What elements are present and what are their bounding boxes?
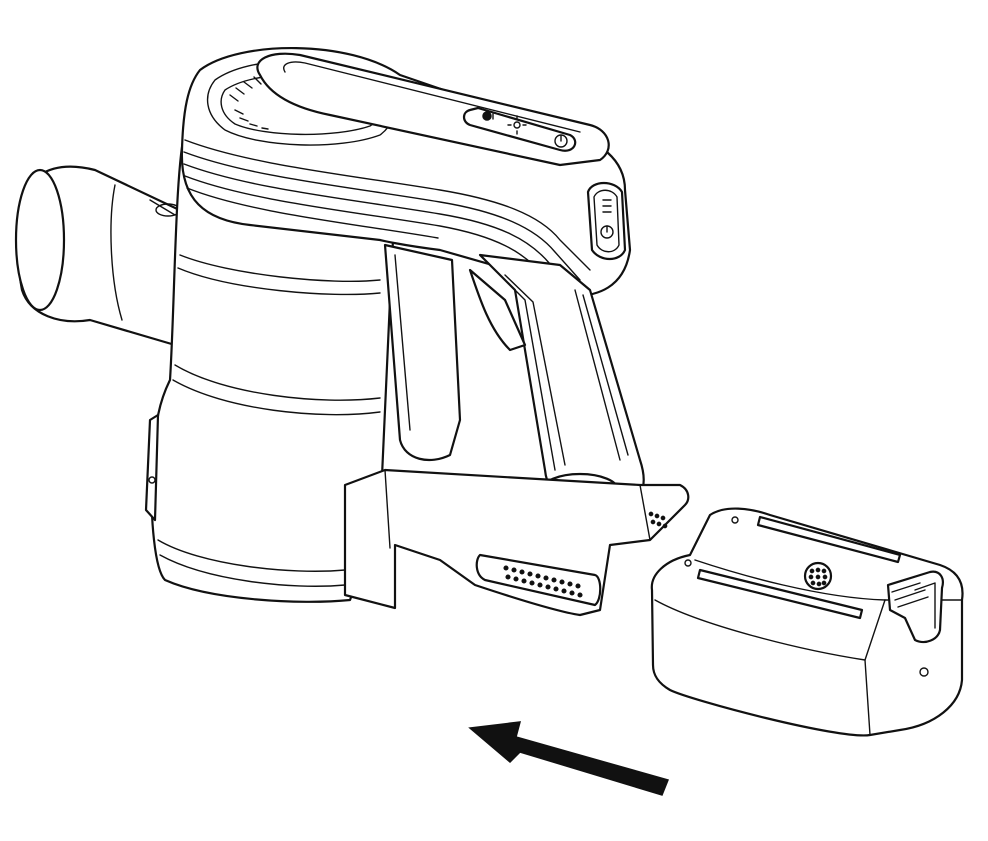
motor-housing (180, 47, 632, 297)
vent-dots (503, 511, 668, 598)
battery-vent-dots (808, 567, 828, 587)
dust-cup (144, 128, 397, 603)
battery-pack (650, 507, 964, 737)
insertion-arrow (468, 721, 670, 796)
vacuum-handheld-unit (14, 47, 690, 617)
inlet-nozzle (14, 165, 192, 347)
battery-socket (343, 468, 690, 617)
power-button (586, 181, 627, 261)
